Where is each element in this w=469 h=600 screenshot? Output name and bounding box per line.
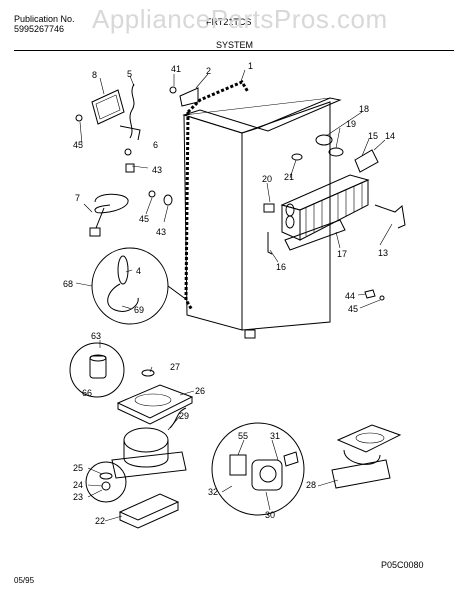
callout-8: 8 [92, 70, 98, 80]
publication-date: 05/95 [14, 576, 35, 585]
callout-68: 68 [63, 279, 74, 289]
callout-45a: 45 [73, 140, 84, 150]
callout-7: 7 [75, 193, 81, 203]
callout-5: 5 [127, 69, 133, 79]
section-title: SYSTEM [215, 40, 253, 50]
capacitor-detail [69, 342, 125, 398]
compressor-assembly [331, 424, 402, 489]
condenser-tube [184, 80, 250, 311]
upper-left-parts [75, 83, 199, 237]
evaporator [280, 174, 370, 251]
callout-1: 1 [248, 61, 254, 71]
callout-23: 23 [73, 492, 84, 502]
compressor-bracket [118, 493, 180, 529]
callout-2: 2 [206, 66, 212, 76]
callout-22: 22 [95, 516, 106, 526]
callout-44: 44 [345, 291, 356, 301]
header-rule [14, 50, 454, 51]
callout-20: 20 [262, 174, 273, 184]
callout-41: 41 [171, 64, 182, 74]
compressor [111, 407, 187, 479]
leader-lines [75, 69, 393, 522]
relay-detail [211, 422, 305, 516]
callout-45c: 45 [348, 304, 359, 314]
callout-4: 4 [136, 266, 142, 276]
callout-27: 27 [170, 362, 181, 372]
callout-21: 21 [284, 172, 295, 182]
callout-19: 19 [346, 119, 357, 129]
publication-number: 5995267746 [14, 24, 65, 34]
small-parts [263, 153, 303, 255]
callout-6: 6 [153, 140, 159, 150]
callout-66: 66 [82, 388, 93, 398]
callout-29: 29 [179, 411, 190, 421]
callout-26: 26 [195, 386, 206, 396]
callout-15: 15 [368, 131, 379, 141]
callout-18: 18 [359, 104, 370, 114]
grommet-detail [85, 461, 127, 503]
drain-tube [374, 204, 406, 229]
callout-17: 17 [337, 249, 348, 259]
callout-24: 24 [73, 480, 84, 490]
drain-pan [116, 369, 194, 425]
callout-43a: 43 [152, 165, 163, 175]
screws-right [364, 289, 385, 301]
callout-13: 13 [378, 248, 389, 258]
callout-63: 63 [91, 331, 102, 341]
publication-label: Publication No. [14, 14, 75, 24]
callout-43b: 43 [156, 227, 167, 237]
callout-55: 55 [238, 431, 249, 441]
callout-30: 30 [265, 510, 276, 520]
callout-16: 16 [276, 262, 287, 272]
callout-25: 25 [73, 463, 84, 473]
callout-45b: 45 [139, 214, 150, 224]
callout-14: 14 [385, 131, 396, 141]
callout-69: 69 [134, 305, 145, 315]
diagram-code: P05C0080 [381, 560, 424, 570]
watermark: AppliancePartsPros.com [92, 4, 388, 34]
callout-28: 28 [306, 480, 317, 490]
callout-31: 31 [270, 431, 281, 441]
model-number: FRT21TCS [206, 17, 252, 27]
cabinet [182, 97, 342, 339]
callout-32: 32 [208, 487, 219, 497]
